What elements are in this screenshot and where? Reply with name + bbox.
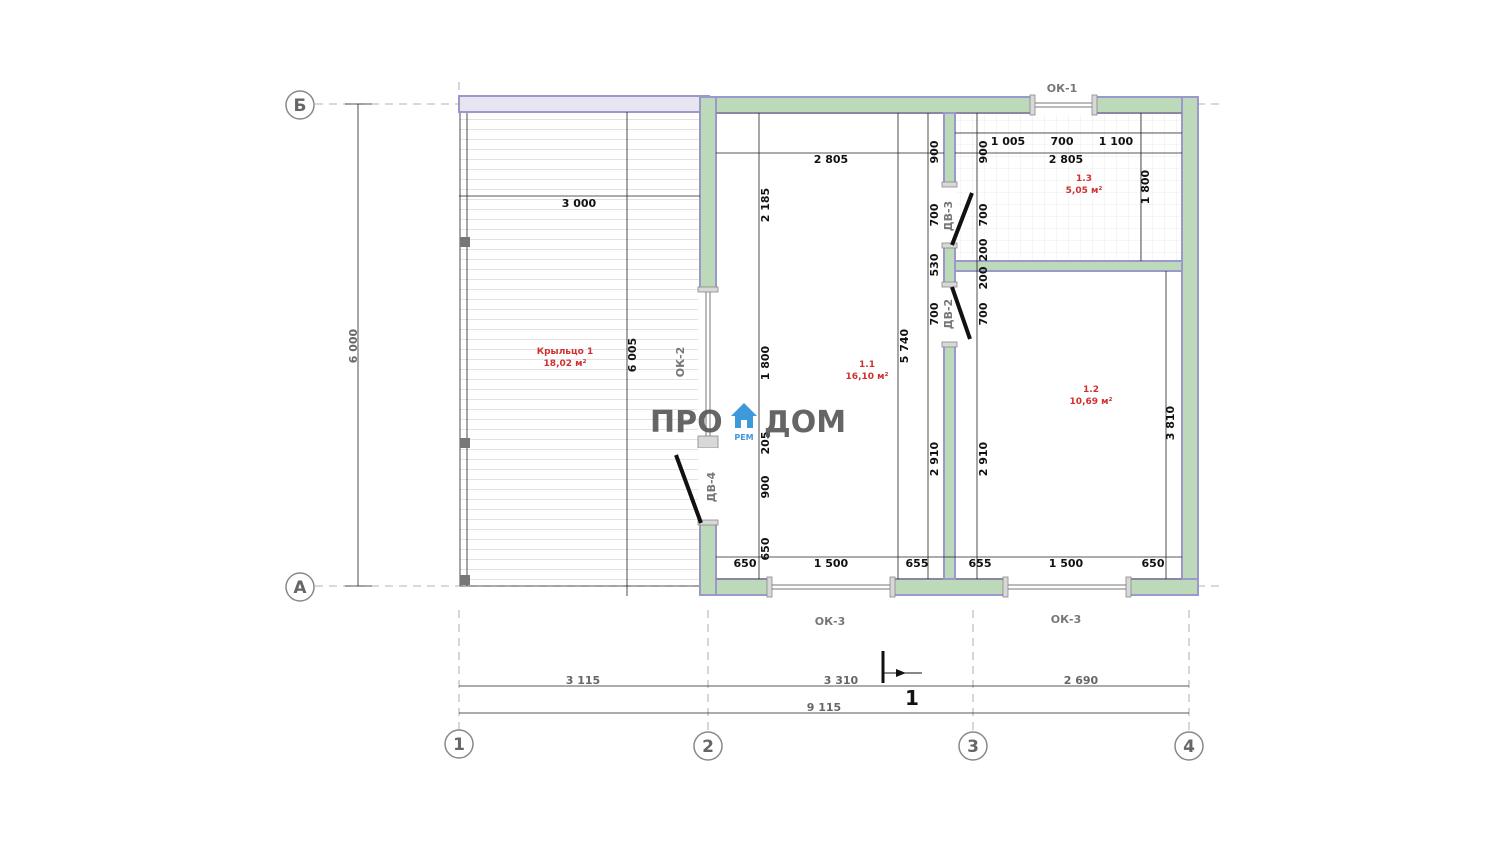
dim-r13-width: 2 805 xyxy=(1049,153,1083,166)
door-dv4 xyxy=(674,448,719,526)
dimension-lines xyxy=(345,103,1189,714)
dim-b-650a: 650 xyxy=(734,557,757,570)
axis-col-4: 4 xyxy=(1183,737,1195,757)
dim-p-2910b: 2 910 xyxy=(977,441,990,476)
logo-text-left: ПРО xyxy=(650,405,723,440)
window-ok3-right xyxy=(1002,576,1132,598)
dim-p-900b: 900 xyxy=(977,140,990,163)
dim-p-530: 530 xyxy=(928,253,941,276)
label-ok2: ОК-2 xyxy=(674,347,687,378)
axis-col-2: 2 xyxy=(702,737,714,757)
overall-width: 9 115 xyxy=(807,701,841,714)
label-dv3: ДВ-3 xyxy=(942,201,955,231)
window-ok1 xyxy=(1029,94,1098,116)
section-marker: 1 xyxy=(881,651,922,710)
dim-porch-width: 3 000 xyxy=(562,197,597,210)
room-11-area: 16,10 м² xyxy=(846,372,889,382)
dim-p-700a: 700 xyxy=(928,203,941,226)
room-12-area: 10,69 м² xyxy=(1070,397,1113,407)
dim-b-655a: 655 xyxy=(906,557,929,570)
dim-porch-height: 6 005 xyxy=(626,338,639,372)
porch-post-icon xyxy=(460,438,470,448)
bay-1-2: 3 115 xyxy=(566,674,600,687)
logo-text-right: ДОМ xyxy=(764,405,846,440)
room-11-name: 1.1 xyxy=(859,360,875,370)
dim-r11-top: 2 185 xyxy=(759,188,772,222)
bay-2-3: 3 310 xyxy=(824,674,859,687)
dim-p-200b: 200 xyxy=(977,266,990,289)
dim-r11-mid: 1 800 xyxy=(759,345,772,380)
dim-r13-b: 700 xyxy=(1051,135,1074,148)
bathroom-tiles xyxy=(955,113,1181,261)
dim-r13-height: 1 800 xyxy=(1139,169,1152,204)
logo-watermark: ПРО РЕМ ДОМ xyxy=(650,403,846,442)
dim-p-700c: 700 xyxy=(928,302,941,325)
room-13-area: 5,05 м² xyxy=(1066,186,1103,196)
window-ok2 xyxy=(697,286,719,449)
dim-r11-650: 650 xyxy=(759,537,772,560)
door-dv3 xyxy=(941,181,974,249)
porch-post-icon xyxy=(460,575,470,585)
axis-col-3: 3 xyxy=(967,737,979,757)
dim-p-700d: 700 xyxy=(977,302,990,325)
axis-row-b: Б xyxy=(294,96,307,116)
dim-r11-height: 5 740 xyxy=(898,328,911,363)
label-dv4: ДВ-4 xyxy=(705,471,718,502)
logo-sub: РЕМ xyxy=(734,433,753,442)
dim-r11-205: 205 xyxy=(759,432,772,455)
dim-r11-900: 900 xyxy=(759,475,772,498)
dim-p-200a: 200 xyxy=(977,238,990,261)
label-ok3-right: ОК-3 xyxy=(1051,613,1082,626)
interior-walls xyxy=(943,112,1183,580)
label-ok1: ОК-1 xyxy=(1047,82,1078,95)
door-dv2 xyxy=(941,281,972,348)
window-ok3-left xyxy=(766,576,896,598)
section-number: 1 xyxy=(905,686,919,710)
room-porch-name: Крыльцо 1 xyxy=(537,347,593,357)
dim-p-900a: 900 xyxy=(928,140,941,163)
room-13-name: 1.3 xyxy=(1076,174,1092,184)
axis-row-a: А xyxy=(293,578,307,598)
bay-3-4: 2 690 xyxy=(1064,674,1099,687)
porch-beam xyxy=(458,95,710,113)
dim-p-700b: 700 xyxy=(977,203,990,226)
dim-b-1500a: 1 500 xyxy=(814,557,849,570)
dim-p-2910a: 2 910 xyxy=(928,441,941,476)
house-icon xyxy=(731,403,757,428)
dim-r13-c: 1 100 xyxy=(1099,135,1134,148)
label-dv2: ДВ-2 xyxy=(942,299,955,329)
dim-b-650b: 650 xyxy=(1142,557,1165,570)
dim-b-655b: 655 xyxy=(969,557,992,570)
axis-bubbles: Б А 1 2 3 4 xyxy=(285,90,1204,761)
dim-b-1500b: 1 500 xyxy=(1049,557,1084,570)
dim-r13-a: 1 005 xyxy=(991,135,1025,148)
room-porch-area: 18,02 м² xyxy=(544,359,587,369)
dim-r11-width: 2 805 xyxy=(814,153,848,166)
overall-height: 6 000 xyxy=(347,328,360,363)
dim-r12-height: 3 810 xyxy=(1164,405,1177,440)
label-ok3-left: ОК-3 xyxy=(815,615,846,628)
porch-deck xyxy=(460,112,700,586)
axis-col-1: 1 xyxy=(453,735,465,755)
room-12-name: 1.2 xyxy=(1083,385,1099,395)
porch-post-icon xyxy=(460,237,470,247)
